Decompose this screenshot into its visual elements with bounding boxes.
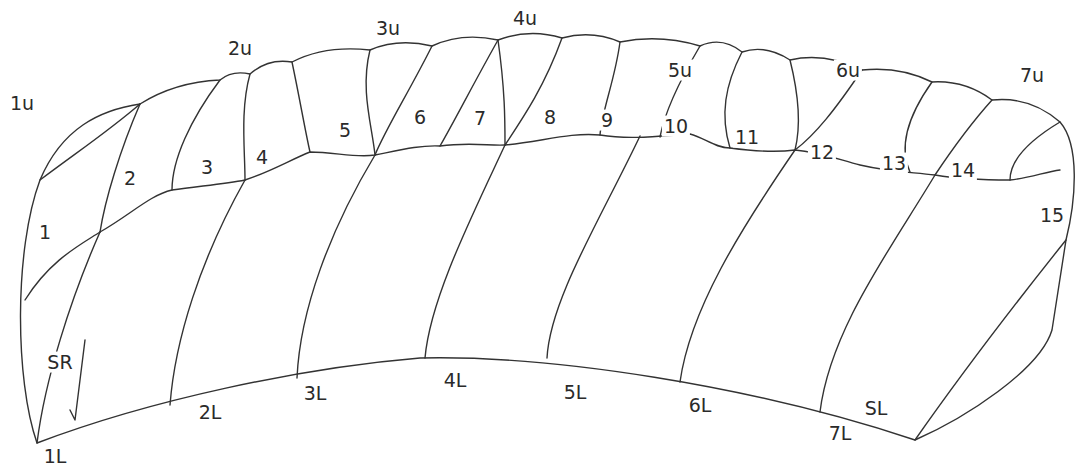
callout-label: 15 <box>1038 205 1066 226</box>
callout-label: 3u <box>374 18 402 39</box>
callout-label: 3L <box>302 383 329 404</box>
callout-label: 7u <box>1018 65 1046 86</box>
callout-label: 1u <box>8 93 36 114</box>
callout-label: 4 <box>254 147 270 168</box>
callout-label: 1L <box>42 446 69 467</box>
callout-label: SL <box>863 398 890 419</box>
callout-label: 2u <box>226 38 254 59</box>
callout-label: 9 <box>599 110 615 131</box>
callout-label: 14 <box>949 160 977 181</box>
callout-label: 6u <box>834 60 862 81</box>
callout-label: 11 <box>733 127 761 148</box>
callout-label: 8 <box>542 107 558 128</box>
callout-label: 13 <box>880 153 908 174</box>
callout-label: 12 <box>808 142 836 163</box>
callout-label: 5L <box>562 382 589 403</box>
callout-label: 3 <box>199 157 215 178</box>
callout-label: 10 <box>662 116 690 137</box>
callout-label: 4u <box>511 8 539 29</box>
callout-label: 5 <box>337 120 353 141</box>
callout-label: 2 <box>122 168 138 189</box>
callout-label: 6L <box>687 395 714 416</box>
callout-label: 6 <box>412 107 428 128</box>
callout-label: 7 <box>472 108 488 129</box>
callout-label: SR <box>45 352 74 373</box>
callout-label: 1 <box>37 222 53 243</box>
callout-label: 5u <box>666 60 694 81</box>
callout-label: 7L <box>827 423 854 444</box>
callout-label: 2L <box>197 402 224 423</box>
callout-label: 4L <box>442 370 469 391</box>
